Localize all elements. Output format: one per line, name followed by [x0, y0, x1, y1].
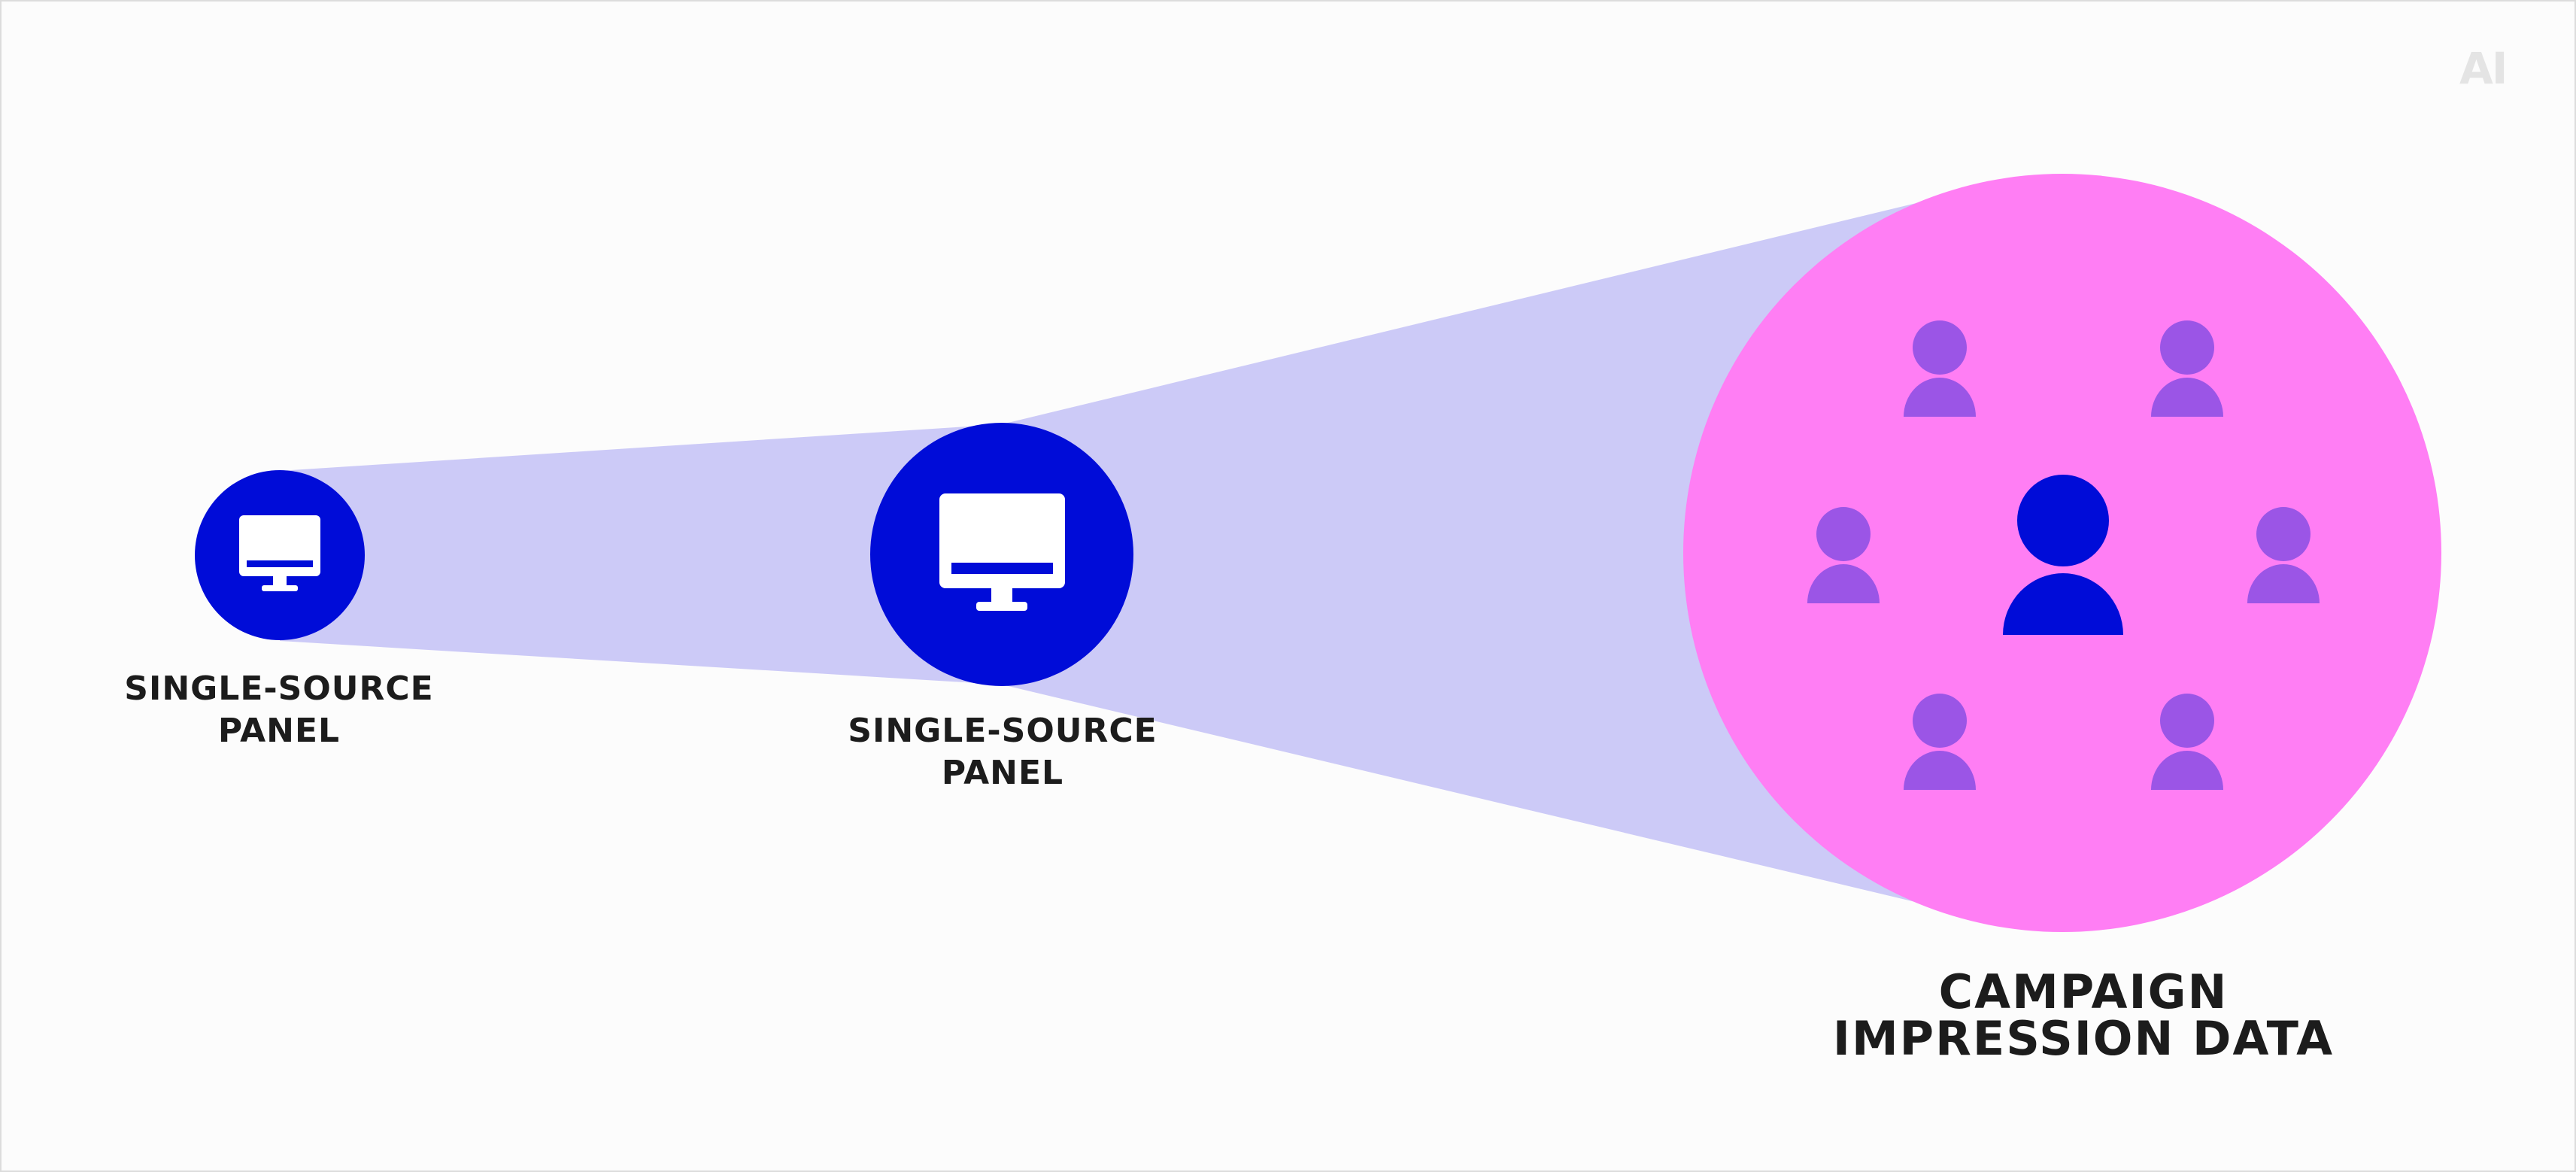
person-icon — [2151, 320, 2223, 417]
person-icon — [2003, 475, 2123, 635]
panel-large-label-line2: PANEL — [941, 754, 1064, 792]
person-icon — [1904, 694, 1976, 790]
panel-large-label-line1: SINGLE-SOURCE — [848, 712, 1158, 750]
monitor-icon — [939, 493, 1065, 611]
panel-small-label-line1: SINGLE-SOURCE — [124, 669, 434, 708]
panel-large-node — [870, 423, 1133, 686]
panel-small-label: SINGLE-SOURCE PANEL — [106, 668, 452, 752]
panel-small-node — [195, 470, 365, 640]
person-icon — [2247, 507, 2320, 603]
brand-logo: AI — [2459, 43, 2508, 94]
beam-small-to-large — [280, 424, 1002, 685]
audience-persons — [1807, 320, 2320, 790]
monitor-icon — [239, 515, 320, 591]
panel-large-label: SINGLE-SOURCE PANEL — [830, 710, 1176, 794]
person-icon — [1807, 507, 1880, 603]
panel-small-label-line2: PANEL — [217, 712, 341, 750]
campaign-label-line1: CAMPAIGN — [1938, 964, 2229, 1019]
person-icon — [1904, 320, 1976, 417]
person-icon — [2151, 694, 2223, 790]
campaign-label: CAMPAIGN IMPRESSION DATA — [1798, 969, 2369, 1062]
campaign-label-line2: IMPRESSION DATA — [1832, 1011, 2335, 1066]
